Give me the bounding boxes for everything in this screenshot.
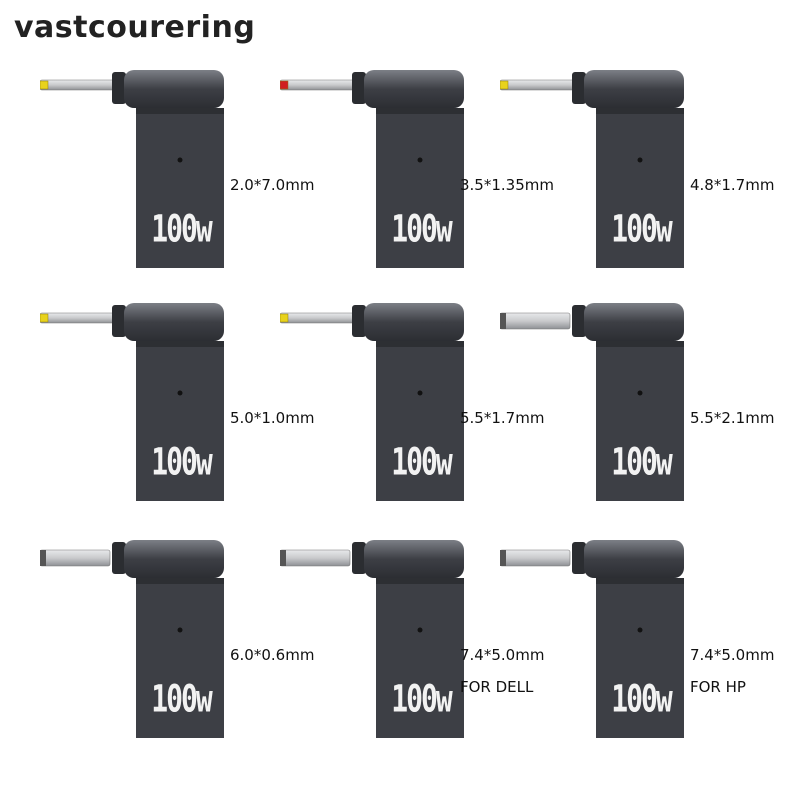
compatibility-label: FOR HP bbox=[690, 678, 746, 696]
wattage-marking: 100w bbox=[151, 206, 212, 251]
adapter-image: 100w bbox=[39, 532, 240, 742]
size-label: 5.0*1.0mm bbox=[230, 409, 315, 427]
size-label: 4.8*1.7mm bbox=[690, 176, 775, 194]
size-label: 7.4*5.0mm bbox=[460, 646, 545, 664]
brand-logo-text: vastcourering bbox=[14, 10, 256, 45]
size-label: 5.5*2.1mm bbox=[690, 409, 775, 427]
product-card: 100w 4.8*1.7mm bbox=[499, 62, 774, 312]
product-card: 100w 5.5*2.1mm bbox=[499, 295, 774, 545]
product-card: 100w 3.5*1.35mm bbox=[279, 62, 554, 312]
wattage-marking: 100w bbox=[151, 676, 212, 721]
adapter-image: 100w bbox=[279, 532, 480, 742]
adapter-image: 100w bbox=[499, 532, 700, 742]
adapter-image: 100w bbox=[499, 295, 700, 505]
size-label: 3.5*1.35mm bbox=[460, 176, 554, 194]
product-card: 100w 5.5*1.7mm bbox=[279, 295, 544, 545]
product-card: 100w 5.0*1.0mm bbox=[39, 295, 314, 545]
wattage-marking: 100w bbox=[611, 676, 672, 721]
wattage-marking: 100w bbox=[611, 206, 672, 251]
wattage-marking: 100w bbox=[391, 206, 452, 251]
adapter-image: 100w bbox=[279, 295, 480, 505]
adapter-image: 100w bbox=[39, 62, 240, 272]
wattage-marking: 100w bbox=[391, 439, 452, 484]
size-label: 2.0*7.0mm bbox=[230, 176, 315, 194]
adapter-image: 100w bbox=[499, 62, 700, 272]
wattage-marking: 100w bbox=[151, 439, 212, 484]
size-label: 5.5*1.7mm bbox=[460, 409, 545, 427]
product-card: 100w 6.0*0.6mm bbox=[39, 532, 314, 782]
product-card: 100w 2.0*7.0mm bbox=[39, 62, 314, 312]
wattage-marking: 100w bbox=[391, 676, 452, 721]
size-label: 7.4*5.0mm bbox=[690, 646, 775, 664]
adapter-image: 100w bbox=[279, 62, 480, 272]
adapter-image: 100w bbox=[39, 295, 240, 505]
compatibility-label: FOR DELL bbox=[460, 678, 534, 696]
size-label: 6.0*0.6mm bbox=[230, 646, 315, 664]
wattage-marking: 100w bbox=[611, 439, 672, 484]
